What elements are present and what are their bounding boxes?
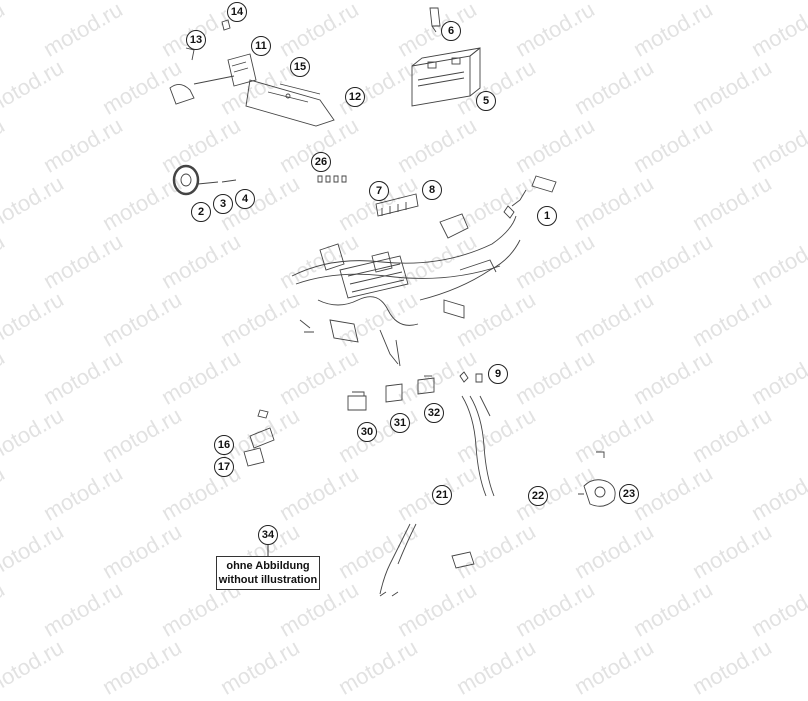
callout-23: 23 xyxy=(619,484,639,504)
watermark-text: motod.ru xyxy=(451,634,540,700)
fuse-strip xyxy=(375,193,419,217)
callout-8: 8 xyxy=(422,180,442,200)
callout-7: 7 xyxy=(369,181,389,201)
callout-17: 17 xyxy=(214,457,234,477)
callout-34: 34 xyxy=(258,525,278,545)
relay-bracket-assembly xyxy=(169,19,257,105)
note-line-de: ohne Abbildung xyxy=(226,560,310,572)
callout-5: 5 xyxy=(476,91,496,111)
horn-disc xyxy=(172,164,237,196)
sensor-connector xyxy=(503,175,557,219)
callout-11: 11 xyxy=(251,36,271,56)
watermark-text: motod.ru xyxy=(569,634,658,700)
callout-12: 12 xyxy=(345,87,365,107)
battery xyxy=(411,47,481,107)
parts-line-art xyxy=(169,7,616,597)
callout-22: 22 xyxy=(528,486,548,506)
horn xyxy=(578,451,616,507)
watermark-text: motod.ru xyxy=(0,634,68,700)
callout-4: 4 xyxy=(235,189,255,209)
mount-plate xyxy=(245,79,335,127)
callout-9: 9 xyxy=(488,364,508,384)
not-illustrated-note: ohne Abbildung without illustration xyxy=(216,556,320,590)
callout-31: 31 xyxy=(390,413,410,433)
callout-3: 3 xyxy=(213,194,233,214)
switch-bracket xyxy=(243,409,275,467)
watermark-text: motod.ru xyxy=(333,634,422,700)
lower-cable xyxy=(379,395,495,597)
callout-1: 1 xyxy=(537,206,557,226)
watermark-text: motod.ru xyxy=(687,634,776,700)
callout-16: 16 xyxy=(214,435,234,455)
watermark-text: motod.ru xyxy=(215,634,304,700)
terminals xyxy=(317,175,347,183)
callout-32: 32 xyxy=(424,403,444,423)
small-connectors xyxy=(459,371,483,383)
watermark-text: motod.ru xyxy=(97,634,186,700)
callout-15: 15 xyxy=(290,57,310,77)
relays xyxy=(347,375,435,411)
callout-13: 13 xyxy=(186,30,206,50)
callout-26: 26 xyxy=(311,152,331,172)
callout-21: 21 xyxy=(432,485,452,505)
callout-6: 6 xyxy=(441,21,461,41)
note-line-en: without illustration xyxy=(218,574,318,586)
callout-2: 2 xyxy=(191,202,211,222)
callout-30: 30 xyxy=(357,422,377,442)
wiring-harness xyxy=(291,213,521,367)
fuse-plug xyxy=(429,7,441,33)
callout-14: 14 xyxy=(227,2,247,22)
